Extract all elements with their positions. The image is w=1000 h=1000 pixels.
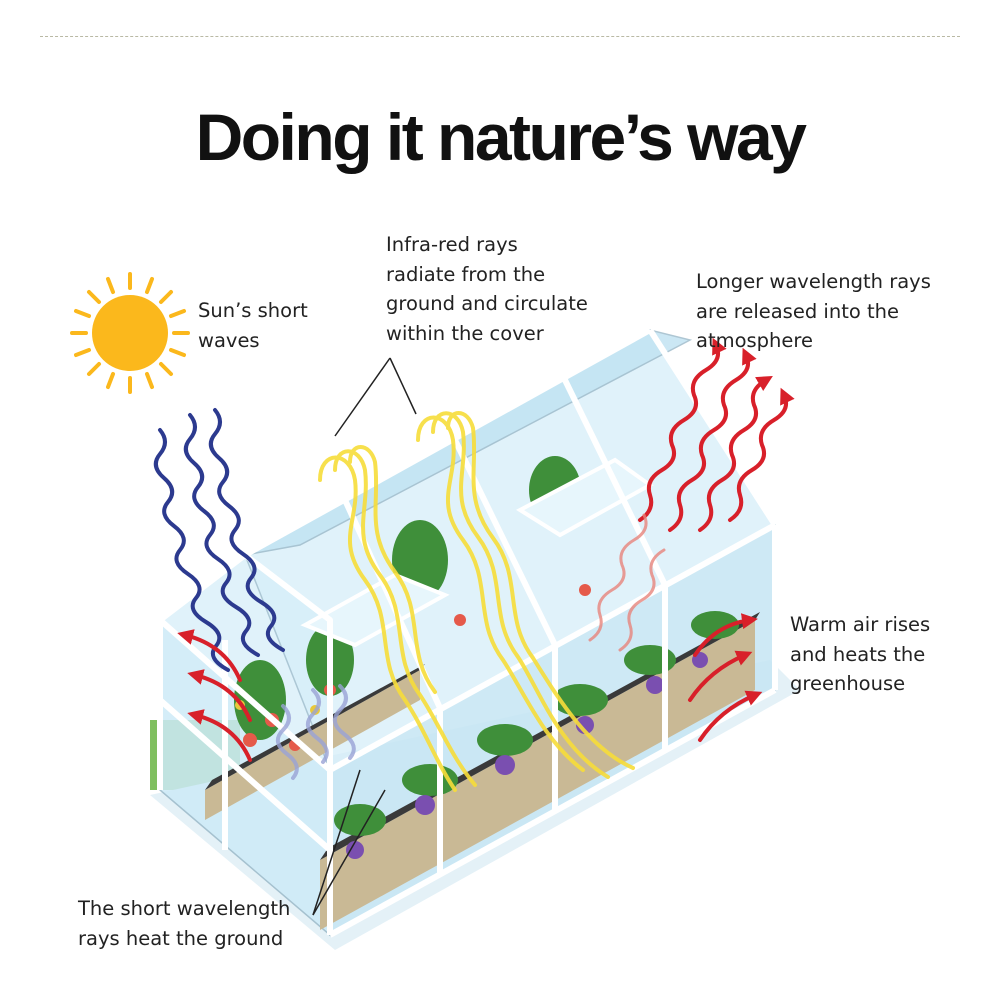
label-longer-wavelength-rays: Longer wavelength rays are released into… <box>696 270 931 352</box>
label-infrared-rays: Infra-red rays radiate from the ground a… <box>386 233 588 345</box>
page-title: Doing it nature’s way <box>195 100 807 174</box>
leader-lines <box>312 357 417 916</box>
sun-icon <box>70 272 190 394</box>
label-warm-air: Warm air rises and heats the greenhouse <box>790 613 931 695</box>
label-suns-short-waves: Sun’s short waves <box>198 299 308 352</box>
top-dashed-rule <box>40 36 960 37</box>
long-wave-rays <box>638 337 795 532</box>
infrared-rays <box>318 411 635 792</box>
short-wave-rays <box>153 408 285 672</box>
short-wave-rays-inside <box>275 684 356 780</box>
roof-vent-left <box>300 572 450 648</box>
long-wave-rays-inside <box>588 513 666 652</box>
warm-air-arrows <box>177 613 763 762</box>
label-short-wavelength-ground: The short wavelength rays heat the groun… <box>78 897 291 950</box>
